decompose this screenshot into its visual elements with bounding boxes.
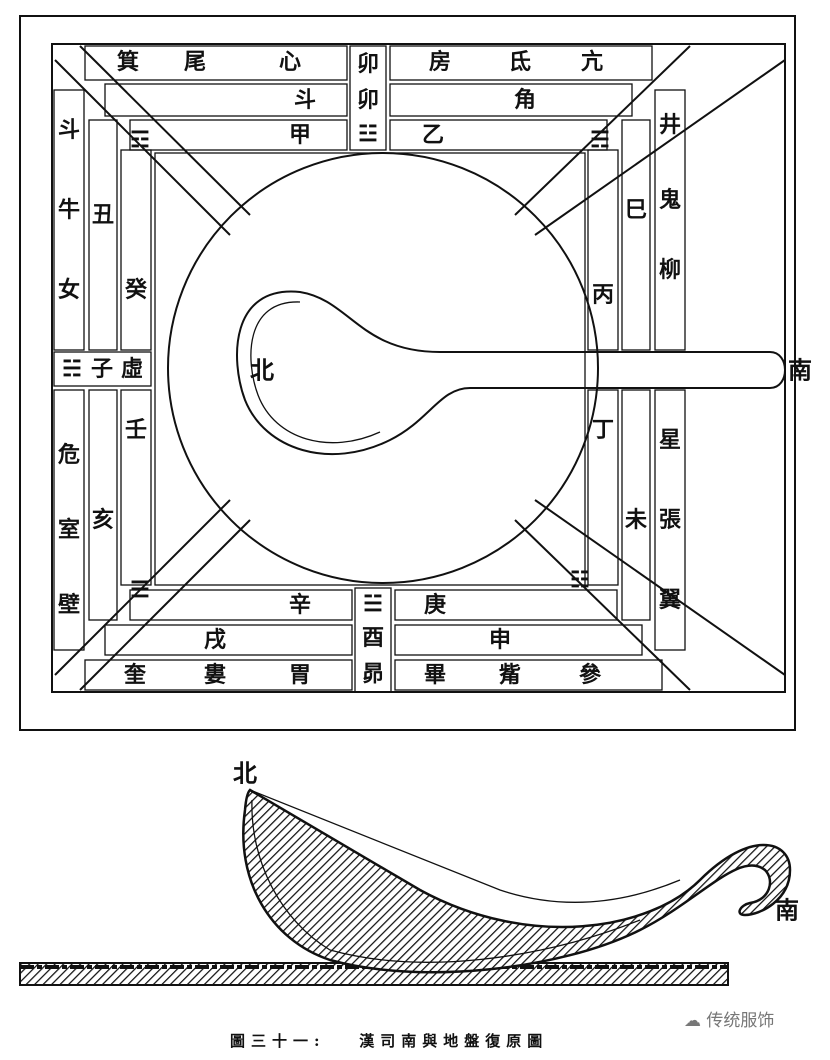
label: 牛	[58, 197, 80, 223]
north-label: 北	[250, 356, 274, 385]
label: 丁	[592, 417, 614, 443]
label: 參	[579, 662, 602, 688]
label: 子	[91, 356, 113, 382]
label: 井	[659, 112, 681, 138]
label: ☱	[363, 591, 383, 617]
label: 乙	[422, 122, 444, 148]
label: 室	[58, 517, 80, 543]
watermark: ☁ 传统服饰	[684, 1006, 774, 1031]
label: 危	[58, 442, 80, 468]
label: 柳	[659, 257, 681, 283]
south-label: 南	[788, 356, 812, 385]
earth-plate	[19, 15, 796, 731]
label: 女	[58, 277, 80, 303]
trigram: ☶	[130, 127, 150, 153]
trigram: ☴	[590, 127, 610, 153]
label: 箕	[117, 49, 139, 75]
label: 庚	[424, 592, 446, 618]
wechat-icon: ☁	[684, 1011, 701, 1031]
label: 癸	[124, 277, 148, 303]
label: 角	[514, 87, 536, 113]
label: 鬼	[659, 187, 681, 213]
label: 翼	[659, 587, 681, 613]
caption-title: 漢司南與地盤復原圖	[359, 1032, 549, 1050]
figure-caption: 圖三十一: 漢司南與地盤復原圖	[230, 1030, 548, 1051]
label: 氐	[509, 49, 531, 75]
label: 丙	[592, 282, 614, 308]
label: 未	[625, 507, 647, 533]
label: 辛	[289, 592, 311, 618]
label: 甲	[289, 122, 311, 148]
label: 亢	[581, 49, 603, 75]
label: 昴	[362, 661, 384, 687]
label: ☵	[62, 356, 82, 382]
label: 胃	[289, 662, 311, 688]
label: 星	[659, 427, 681, 453]
side-south-label: 南	[775, 896, 799, 925]
label: 奎	[123, 662, 147, 688]
label: 斗	[58, 117, 80, 143]
label: 申	[489, 627, 511, 653]
spoon-side-view: 北 南	[19, 759, 799, 986]
label: 壁	[58, 592, 80, 618]
label: 畢	[424, 662, 446, 688]
trigram: ☰	[130, 577, 150, 603]
spoon-top-view	[236, 290, 786, 455]
label: 卯	[357, 51, 379, 77]
label: 張	[659, 507, 682, 533]
label: 房	[429, 49, 451, 75]
label: 亥	[92, 507, 114, 533]
caption-number: 圖三十一:	[230, 1032, 326, 1050]
label: 尾	[184, 49, 206, 75]
label: 虛	[121, 356, 143, 382]
label: 丑	[92, 202, 114, 228]
label: 巳	[625, 197, 647, 223]
label: 婁	[204, 662, 226, 688]
label: 戌	[204, 627, 226, 653]
label: 卯	[357, 87, 379, 113]
label: ☳	[358, 121, 378, 147]
side-north-label: 北	[233, 759, 257, 788]
label: 壬	[125, 417, 147, 443]
trigram: ☷	[570, 567, 590, 593]
label: 心	[279, 49, 301, 75]
label: 斗	[294, 87, 316, 113]
watermark-text: 传统服饰	[706, 1011, 775, 1031]
board-labels: 箕 尾 心 房 氐 亢 斗 角 甲 乙 卯 卯 ☳ 辛 庚 戌 申 奎 婁 胃 …	[58, 49, 812, 688]
label: 觜	[499, 662, 521, 688]
label: 酉	[362, 625, 384, 651]
